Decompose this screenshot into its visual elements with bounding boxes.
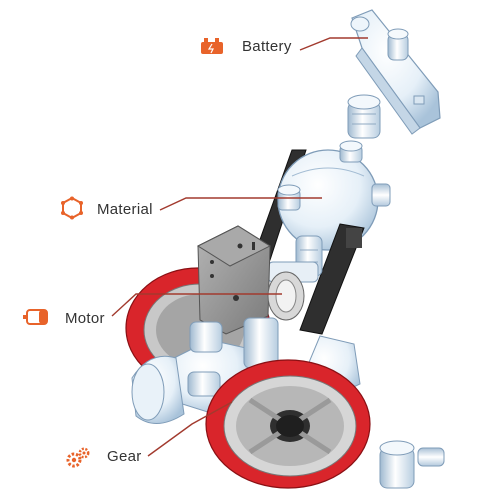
leader-lines <box>111 37 368 457</box>
coupler-part-top <box>347 94 381 139</box>
material-hub-part <box>277 140 391 251</box>
hexagon-gear-icon <box>61 196 83 220</box>
motor-icon <box>23 309 48 325</box>
material-leader <box>159 197 322 211</box>
battery-label: Battery <box>242 38 292 55</box>
side-wheel-part <box>131 355 185 424</box>
motor-label: Motor <box>65 310 105 327</box>
right-arm-part <box>299 223 365 335</box>
wheel-front-part <box>205 359 371 489</box>
central-shaft-part <box>267 235 323 283</box>
motor-part <box>196 225 305 335</box>
motor-leader <box>111 293 282 317</box>
battery-icon <box>201 38 223 54</box>
coupler-part-bottom <box>379 440 445 489</box>
material-label: Material <box>97 201 153 218</box>
battery-part <box>350 9 441 135</box>
gears-icon <box>66 447 90 468</box>
battery-leader <box>299 37 368 51</box>
gear-label: Gear <box>107 448 142 465</box>
gear-leader <box>147 401 233 457</box>
